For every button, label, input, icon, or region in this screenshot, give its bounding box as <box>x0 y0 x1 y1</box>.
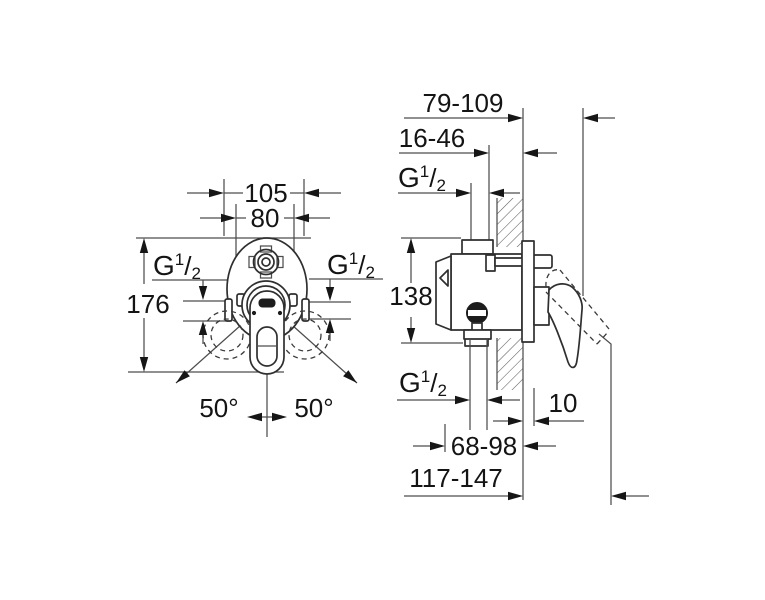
lever-handle-side <box>547 283 583 369</box>
wall-hatch-lower <box>497 338 523 390</box>
swivel-circle-right-inner <box>288 318 322 352</box>
adjustment-screw-slot <box>468 310 486 316</box>
knob-ring-outer <box>252 248 280 276</box>
dim-overall-width-label: 105 <box>244 178 287 208</box>
pipe-union-nut <box>461 239 494 255</box>
lever-screw-left <box>251 310 257 316</box>
mounting-bracket <box>435 255 452 331</box>
dim-wall-to-handle-label: 79-109 <box>423 88 504 118</box>
dim-recess-depth-label: 68-98 <box>451 431 518 461</box>
side-view: 79-109 16-46 G1/2 138 G1/2 10 68-98 117-… <box>389 88 649 505</box>
lever-handle-swivelled-dashed <box>545 269 610 345</box>
inlet-boss-left <box>224 298 233 322</box>
wall-hatch-upper <box>497 198 523 247</box>
dim-plate-thickness-label: 10 <box>549 388 578 418</box>
bracket-cutout <box>439 269 449 287</box>
dim-overall-height-label: 176 <box>126 289 169 319</box>
thread-label-front-right: G1/2 <box>327 249 375 282</box>
knob-tab-left <box>248 255 256 269</box>
lever-outline <box>249 290 285 375</box>
concealed-valve-body <box>435 183 610 430</box>
swivel-circle-left-inner <box>210 318 244 352</box>
knob-tab-top <box>259 245 273 253</box>
thread-label-front-left: G1/2 <box>153 250 201 283</box>
dim-inner-width-label: 80 <box>251 203 280 233</box>
knob-ring-inner <box>261 257 271 267</box>
dim-recess-min-max-label: 16-46 <box>399 123 466 153</box>
escutcheon-plate-side <box>521 240 535 343</box>
dim-body-height-label: 138 <box>389 281 432 311</box>
outlet-union-nut <box>463 329 492 340</box>
front-view: 105 80 176 G1/2 G1/2 50° 50° <box>126 178 383 437</box>
lever-screw-right <box>277 310 283 316</box>
swivel-angle-right-label: 50° <box>294 393 333 423</box>
dim-wall-to-lever-tip-label: 117-147 <box>409 463 503 493</box>
wall-section <box>496 108 524 500</box>
knob-ring-mid <box>257 253 275 271</box>
lever-slot <box>258 298 276 308</box>
thread-label-side-bottom: G1/2 <box>399 367 447 400</box>
thread-label-side-top: G1/2 <box>398 162 446 195</box>
diverter-knob <box>248 245 284 279</box>
bolt-end-stub <box>532 254 553 269</box>
knob-tab-bottom <box>259 271 273 279</box>
lever-handle <box>249 290 285 375</box>
bolt-head <box>485 254 496 272</box>
knob-tab-right <box>276 255 284 269</box>
swivel-angle-left-label: 50° <box>199 393 238 423</box>
side-view-dimension-lines <box>397 108 649 505</box>
inlet-boss-right <box>301 298 310 322</box>
outlet-pipe-bottom <box>469 339 488 430</box>
